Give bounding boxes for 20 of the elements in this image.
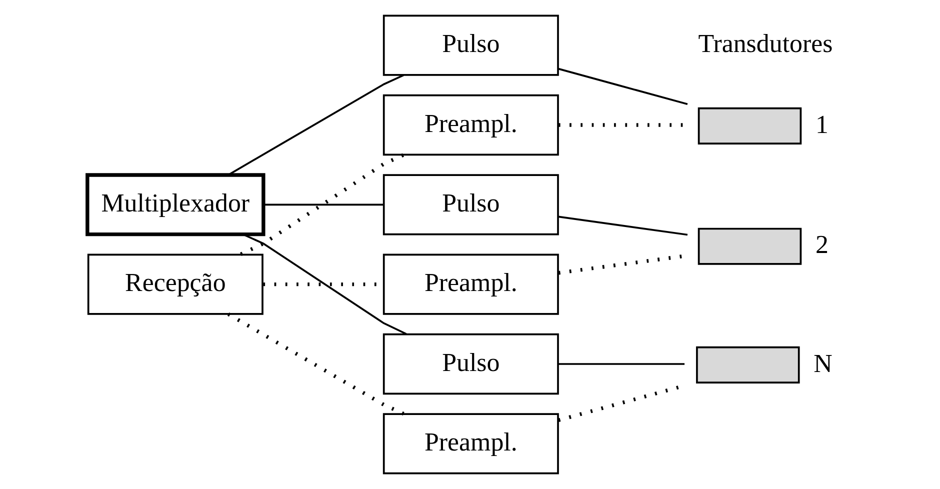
label: Transdutores [698, 29, 833, 58]
node-label: 1 [816, 110, 829, 139]
connector [243, 234, 407, 335]
node-box: Preampl. [382, 413, 559, 474]
node-label: 2 [816, 230, 829, 260]
connector [558, 363, 685, 365]
connector [558, 216, 688, 236]
node-box: Pulso [382, 14, 559, 76]
node-box: Pulso [382, 174, 559, 236]
node-box: Preampl. [382, 254, 559, 315]
node-box: Recepção [87, 254, 264, 315]
connector [227, 312, 404, 416]
connector [228, 74, 404, 176]
node-box: Multiplexador [86, 173, 266, 236]
connector [558, 68, 688, 106]
connector [264, 204, 384, 206]
node-box: Pulso [382, 333, 559, 395]
connector [240, 153, 404, 256]
node-label: N [814, 348, 832, 378]
node-box: Preampl. [382, 94, 559, 156]
